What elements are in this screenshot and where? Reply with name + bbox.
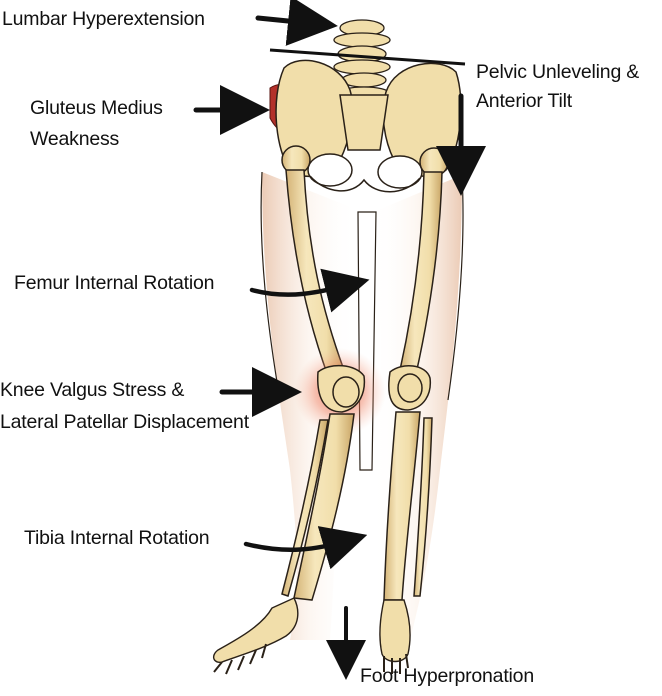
feet	[212, 597, 411, 675]
left-patella	[332, 376, 360, 408]
arrow-femur	[249, 268, 370, 313]
arrow-lumbar	[255, 0, 338, 46]
label-pelvic-unleveling-line1: Pelvic Unleveling &	[476, 61, 640, 83]
label-femur-internal-rotation: Femur Internal Rotation	[14, 272, 215, 294]
label-gluteus-medius-line2: Weakness	[30, 128, 120, 150]
right-patella	[397, 373, 423, 403]
label-tibia-internal-rotation: Tibia Internal Rotation	[24, 527, 210, 549]
label-pelvic-unleveling-line2: Anterior Tilt	[476, 90, 573, 112]
label-foot-hyperpronation: Foot Hyperpronation	[360, 665, 534, 687]
pelvic-tilt-line	[269, 48, 466, 66]
arrow-tibia	[243, 526, 368, 570]
indicator-arrows	[193, 0, 486, 680]
label-gluteus-medius-line1: Gluteus Medius	[30, 97, 163, 119]
label-knee-valgus-line1: Knee Valgus Stress &	[0, 379, 185, 401]
knee-joints	[317, 364, 432, 413]
label-lumbar-hyperextension: Lumbar Hyperextension	[2, 8, 205, 30]
tibia-fibula-bones	[281, 411, 433, 601]
label-knee-valgus-line2: Lateral Patellar Displacement	[0, 411, 249, 433]
